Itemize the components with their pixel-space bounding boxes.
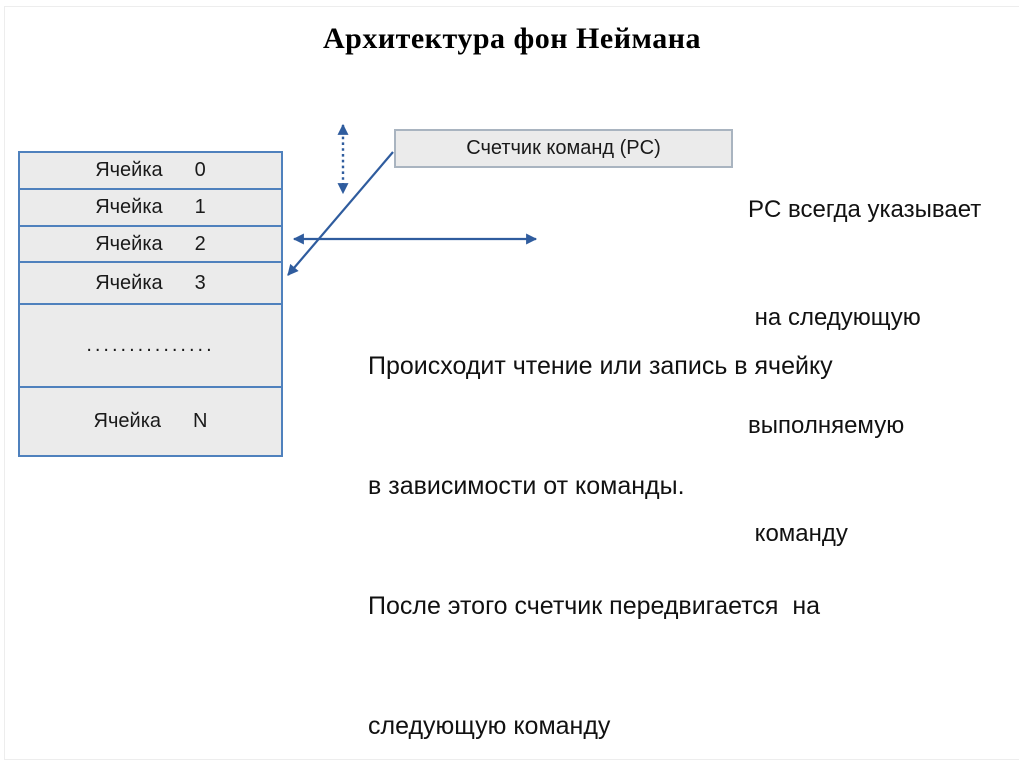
program-counter-box: Счетчик команд (PC): [394, 129, 733, 168]
program-counter-label: Счетчик команд (PC): [466, 137, 661, 159]
rw-note-line: в зависимости от команды.: [368, 472, 685, 500]
cell-index: 1: [194, 196, 206, 218]
cell-label: ...............: [86, 334, 215, 356]
rw-note-line: Происходит чтение или запись в ячейку: [368, 352, 833, 380]
cell-label: Ячейка: [93, 410, 162, 432]
cell-index: 0: [194, 159, 206, 181]
memory-cell-row: Ячейка 2: [20, 227, 281, 263]
pc-note-line: на следующую: [748, 304, 921, 331]
cell-label: Ячейка: [95, 271, 163, 294]
memory-cell-row: Ячейка 0: [20, 153, 281, 190]
memory-cell-row: Ячейка 3: [20, 263, 281, 305]
cell-label: Ячейка: [95, 159, 163, 181]
cell-index: 3: [194, 271, 206, 294]
pc-to-cell-arrow-icon: [287, 151, 394, 276]
cell-index: 2: [194, 232, 206, 255]
memory-cell-row-ellipsis: ...............: [20, 305, 281, 388]
cell-index: N: [193, 410, 208, 432]
pc-note: PC всегда указывает на следующую выполня…: [748, 120, 981, 624]
slide-title: Архитектура фон Неймана: [323, 22, 701, 55]
pc-note-line: PC всегда указывает: [748, 196, 982, 223]
pc-note-line: выполняемую: [748, 412, 905, 439]
slide-edge-left: [4, 6, 5, 760]
memory-table: Ячейка 0 Ячейка 1 Ячейка 2 Ячейка 3 ....…: [18, 151, 283, 457]
slide-edge-top: [4, 6, 1019, 7]
pc-note-line: команду: [748, 520, 848, 547]
read-write-note: Происходит чтение или запись в ячейку в …: [368, 266, 833, 767]
cell-label: Ячейка: [95, 196, 163, 218]
slide-edge-bottom: [4, 759, 1019, 760]
memory-cell-row: Ячейка N: [20, 388, 281, 455]
memory-cell-row: Ячейка 1: [20, 190, 281, 227]
rw-note-line: После этого счетчик передвигается на: [368, 592, 821, 620]
rw-note-line: следующую команду: [368, 712, 611, 740]
cell-label: Ячейка: [95, 232, 163, 255]
